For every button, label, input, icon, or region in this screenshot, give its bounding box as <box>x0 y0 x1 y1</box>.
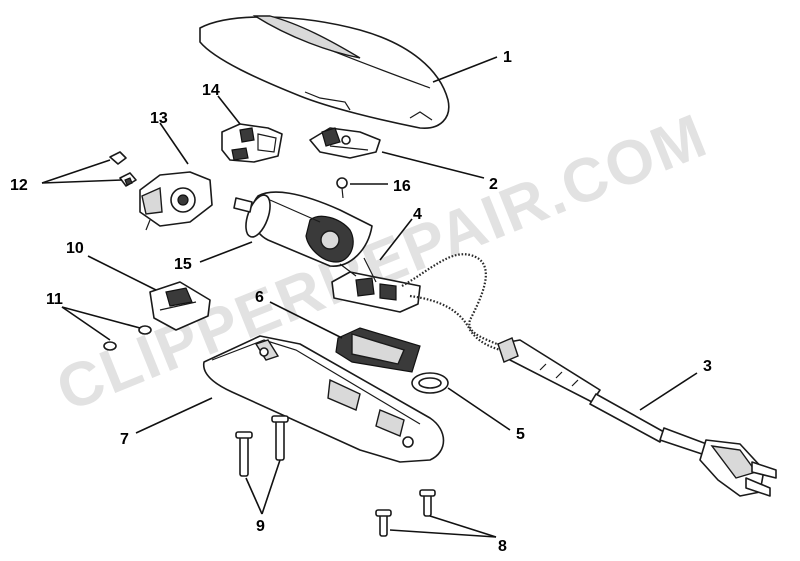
part-bottom-housing <box>202 335 445 463</box>
part-blade-plate <box>149 281 211 331</box>
callout-3: 3 <box>703 358 712 375</box>
part-top-cover <box>199 15 450 129</box>
callout-6: 6 <box>255 289 264 306</box>
callout-16: 16 <box>393 178 411 195</box>
callout-14: 14 <box>202 82 220 99</box>
part-bracket <box>221 123 283 163</box>
part-insulator-sheet <box>335 327 421 373</box>
part-motor <box>233 191 373 267</box>
callout-1: 1 <box>503 49 512 66</box>
part-short-screws <box>375 489 436 537</box>
part-end-plate <box>139 171 213 231</box>
callout-7: 7 <box>120 431 129 448</box>
callout-13: 13 <box>150 110 168 127</box>
cord-wire-lead-2 <box>409 294 507 354</box>
callout-8: 8 <box>498 538 507 555</box>
part-small-washers <box>103 325 152 351</box>
watermark-text: CLIPPERREPAIR.COM <box>47 101 717 425</box>
part-ring-clip <box>411 372 449 394</box>
part-screw-16 <box>336 177 348 199</box>
callout-4: 4 <box>413 206 422 223</box>
part-small-nuts <box>109 151 137 187</box>
cord-wire-lead <box>401 253 507 349</box>
callout-9: 9 <box>256 518 265 535</box>
callout-10: 10 <box>66 240 84 257</box>
leader-lines <box>41 56 698 538</box>
part-long-screws <box>235 415 289 477</box>
callout-2: 2 <box>489 176 498 193</box>
callout-11: 11 <box>46 291 63 308</box>
callout-5: 5 <box>516 426 525 443</box>
part-power-cord <box>497 337 777 497</box>
part-terminal-board <box>331 257 421 313</box>
callout-12: 12 <box>10 177 28 194</box>
callout-15: 15 <box>174 256 192 273</box>
part-switch-assembly <box>309 127 381 159</box>
